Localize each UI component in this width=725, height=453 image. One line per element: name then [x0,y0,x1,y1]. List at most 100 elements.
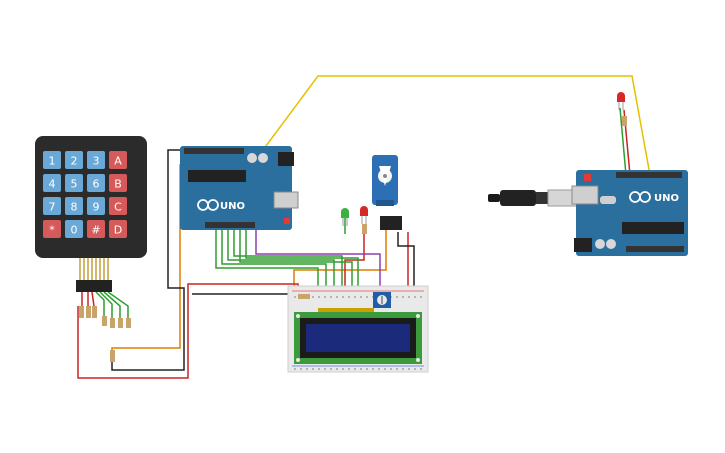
wire-green-2 [221,228,327,296]
uno-right-capacitor-1 [595,239,605,249]
keypad-key-15 [87,220,105,238]
wire-red-power-loop [77,283,299,379]
wire-green-keypad-2 [99,291,113,318]
breadboard-hole [360,368,362,370]
uno-right-capacitor-2 [606,239,616,249]
breadboard-hole [372,368,374,370]
wire-green-keypad-3 [103,291,121,318]
breadboard-hole [342,296,344,298]
breadboard-hole [414,368,416,370]
keypad-key-11 [87,197,105,215]
breadboard-hole [318,368,320,370]
lcd-pin-header [318,308,374,312]
wire-green-4 [233,228,343,296]
lcd-mount-hole-1 [296,314,300,318]
usb-cable-tip [488,194,500,202]
breadboard-hole [336,368,338,370]
keypad-key-6 [65,174,83,192]
breadboard-hole [408,368,410,370]
breadboard-hole [402,368,404,370]
wire-black-gnd-loop [111,149,236,371]
keypad-key-label: C [114,201,122,214]
keypad-key-label: 4 [49,178,56,191]
uno-left-analog-header [205,222,255,228]
uno-left-power-jack [278,152,294,166]
keypad-key-label: 0 [71,224,78,237]
uno-left-board [180,146,292,230]
breadboard-hole [390,368,392,370]
wire-purple [255,226,381,286]
resistor-led [362,224,367,234]
keypad-connector [76,280,112,292]
lcd-mount-hole-2 [416,314,420,318]
breadboard-hole [420,368,422,370]
usb-cable-neck [536,192,548,204]
keypad-key-label: B [114,178,122,191]
keypad-key-label: 1 [49,155,56,168]
lcd-16x2 [294,308,422,364]
breadboard-hole [348,368,350,370]
breadboard-hole [318,296,320,298]
breadboard-hole [396,296,398,298]
keypad-key-5 [43,174,61,192]
breadboard-hole [306,368,308,370]
wire-black-servo [397,232,415,288]
uno-left-usb-port [273,191,299,209]
lcd-mount-hole-4 [416,358,420,362]
uno-right-reset-button [584,174,591,181]
breadboard-hole [336,296,338,298]
uno-right-usb-port [571,185,599,205]
breadboard-hole [300,368,302,370]
breadboard-hole [354,296,356,298]
breadboard-hole [330,296,332,298]
keypad-key-label: # [91,224,100,237]
servo-shaft [383,174,387,178]
uno-left-capacitor-2 [258,153,268,163]
uno-right-crystal [600,196,616,204]
wire-green-right-led-1 [619,107,627,176]
keypad-key-label: 6 [93,178,100,191]
uno-right-chip [622,222,684,234]
wire-green-keypad-4 [107,291,129,318]
breadboard-hole [294,368,296,370]
keypad-key-label: 3 [93,155,100,168]
wire-green-3 [227,228,335,296]
keypad-key-7 [87,174,105,192]
arduino-infinity-logo-left [197,199,219,211]
wire-green-1 [215,228,319,296]
arduino-infinity-logo-right [629,191,651,203]
resistor-breadboard [298,294,310,299]
keypad-key-9 [43,197,61,215]
keypad-key-1 [43,151,61,169]
breadboard-hole [330,368,332,370]
keypad-key-label: * [49,224,55,237]
wire-red-keypad-3 [91,291,95,307]
keypad-key-16 [109,220,127,238]
lcd-screen [306,324,410,352]
breadboard-hole [396,368,398,370]
led-red-right [617,92,625,110]
usb-cable-body [500,190,536,206]
breadboard-hole [408,296,410,298]
keypad-key-label: 5 [71,178,78,191]
breadboard-hole [342,368,344,370]
keypad-key-label: D [114,224,122,237]
keypad-key-label: 8 [71,201,78,214]
keypad-key-label: 9 [93,201,100,214]
arduino-uno-right: UNO [571,170,688,256]
wire-red-led [344,224,365,290]
breadboard-hole [312,368,314,370]
keypad-resistors [79,306,131,362]
led-red-center [360,206,368,224]
breadboard-hole [366,368,368,370]
uno-left-capacitor-1 [247,153,257,163]
uno-left-reset-button [284,218,290,224]
wire-green-keypad-1 [95,291,105,316]
led-green [341,208,349,226]
uno-right-power-jack [574,238,592,252]
keypad-key-14 [65,220,83,238]
keypad-key-4 [109,151,127,169]
